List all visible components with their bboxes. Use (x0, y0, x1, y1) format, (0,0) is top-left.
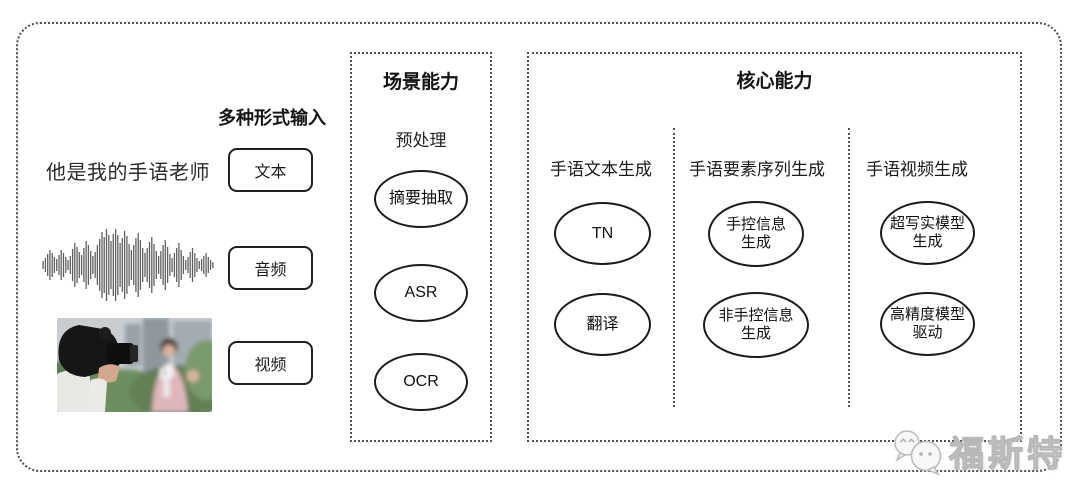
column-divider (848, 128, 850, 407)
node-label-line2: 生成 (740, 325, 771, 342)
input-item-text: 文本 (228, 148, 313, 192)
node-hyperrealistic-model-generation: 超写实模型 生成 (880, 201, 975, 265)
node-label: TN (591, 224, 614, 242)
node-label-line1: 非手控信息 (718, 306, 794, 324)
node-label-line2: 生成 (740, 234, 771, 251)
video-thumbnail (57, 318, 212, 412)
column-header-sign-video: 手语视频生成 (866, 160, 968, 179)
input-item-audio-label: 音频 (254, 262, 287, 279)
node-label: 摘要抽取 (388, 190, 453, 208)
scene-box-title: 场景能力 (382, 72, 459, 93)
node-high-precision-model-driving: 高精度模型 驱动 (880, 292, 975, 356)
node-label: OCR (403, 373, 439, 391)
audio-waveform-icon (42, 229, 214, 301)
chat-bubbles-icon (894, 429, 942, 476)
node-non-manual-info-generation: 非手控信息 生成 (703, 292, 809, 358)
sample-sentence: 他是我的手语老师 (46, 162, 210, 184)
core-capability-box: 核心能力 手语文本生成 手语要素序列生成 手语视频生成 TN 翻译 手控信息 生… (527, 52, 1022, 442)
node-translation: 翻译 (554, 293, 651, 356)
node-ocr: OCR (374, 353, 468, 411)
column-divider (673, 128, 675, 407)
column-header-sign-elements: 手语要素序列生成 (689, 160, 825, 179)
reporter-photo-illustration (57, 318, 212, 412)
input-item-audio: 音频 (228, 246, 313, 290)
node-label: ASR (404, 284, 438, 302)
input-item-text-label: 文本 (254, 164, 287, 181)
input-item-video: 视频 (228, 341, 313, 385)
node-tn: TN (554, 202, 651, 265)
node-label: 翻译 (586, 315, 619, 333)
core-box-title: 核心能力 (736, 71, 813, 92)
node-manual-info-generation: 手控信息 生成 (708, 201, 804, 267)
node-label-line1: 超写实模型 (889, 214, 965, 232)
node-label-line2: 生成 (912, 233, 943, 250)
input-item-video-label: 视频 (254, 357, 287, 374)
watermark: 福斯特 (890, 426, 1066, 477)
node-label-line2: 驱动 (912, 324, 943, 341)
watermark-text: 福斯特 (948, 434, 1067, 474)
input-section-header: 多种形式输入 (218, 108, 326, 128)
scene-capability-box: 场景能力 预处理 摘要抽取 ASR OCR (350, 52, 492, 442)
scene-box-subtitle: 预处理 (395, 131, 447, 150)
outer-frame (16, 22, 1062, 472)
node-label-line1: 高精度模型 (889, 305, 965, 323)
node-asr: ASR (374, 264, 468, 322)
node-summary-extraction: 摘要抽取 (374, 170, 468, 228)
node-label-line1: 手控信息 (725, 215, 786, 233)
column-header-sign-text: 手语文本生成 (550, 160, 652, 179)
